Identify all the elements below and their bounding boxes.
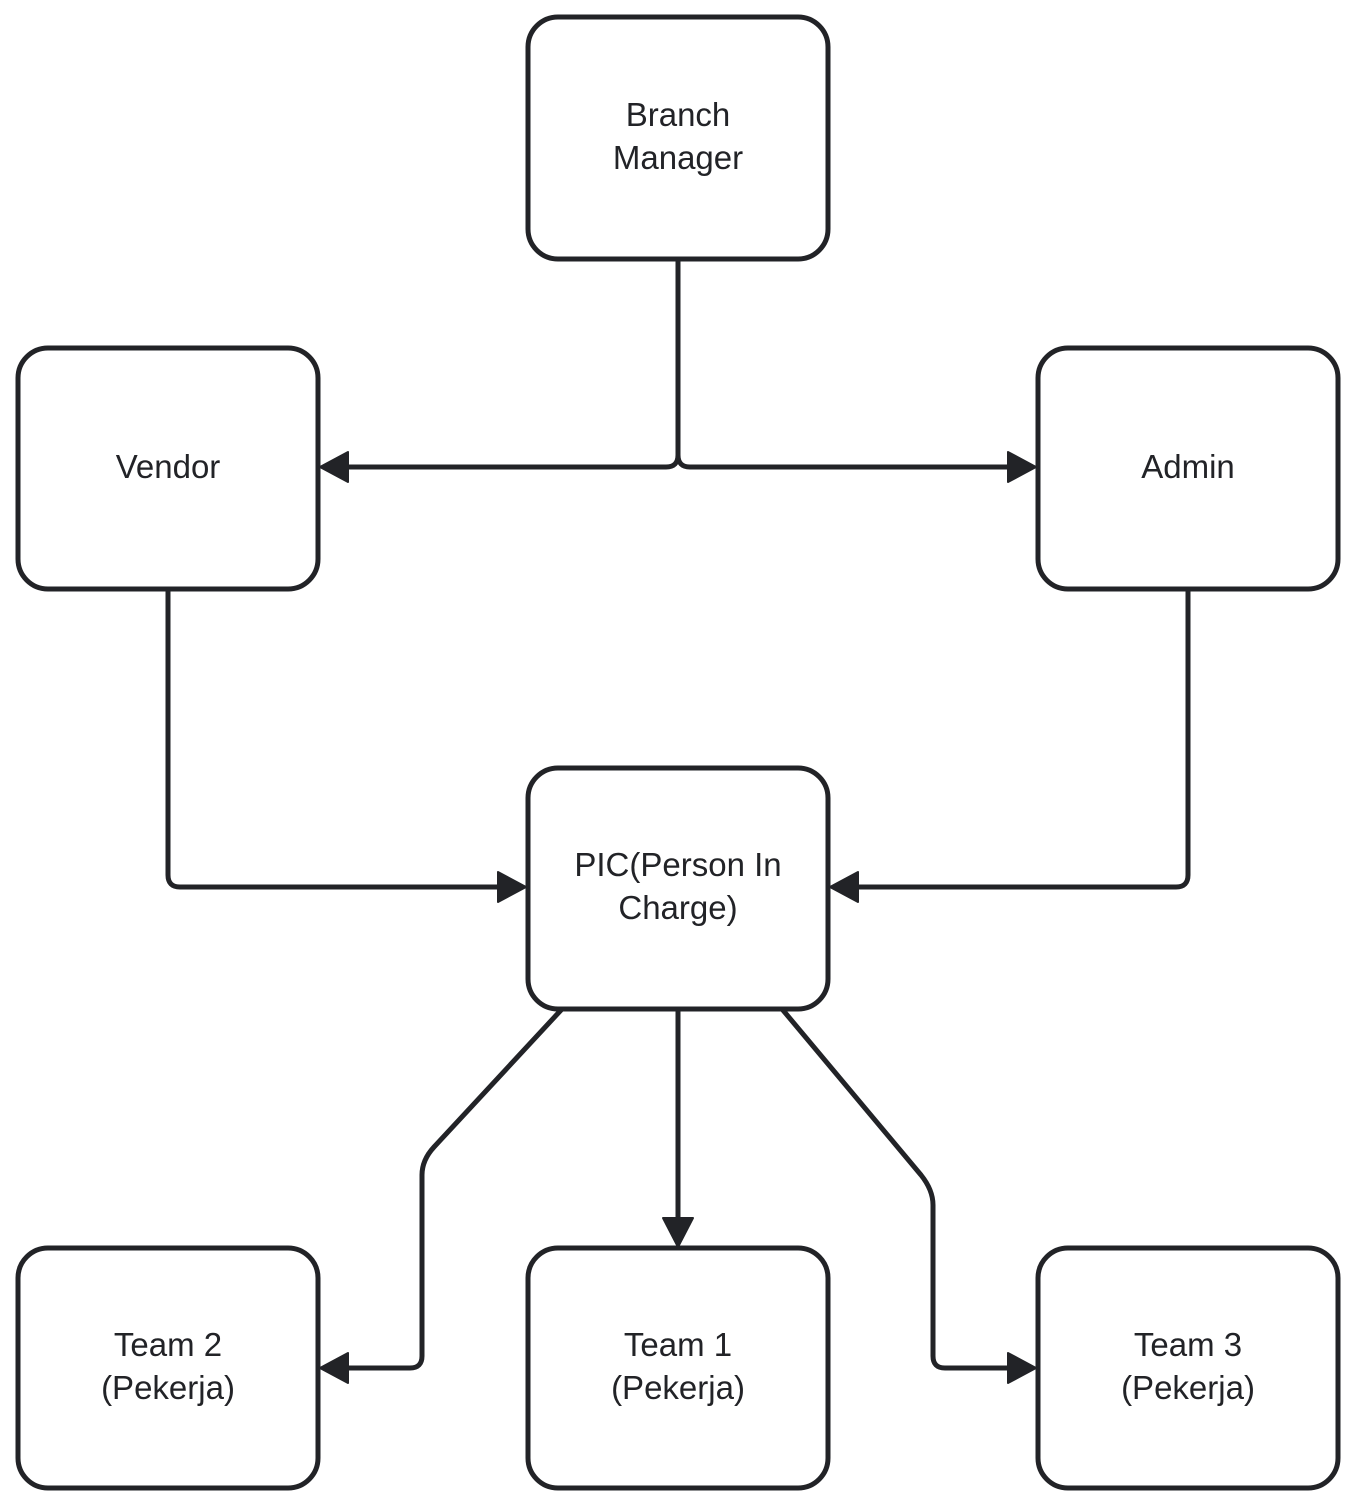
node-vendor[interactable]: Vendor: [15, 345, 321, 592]
edge-branch-manager-to-admin: [675, 256, 1015, 470]
edges: [165, 256, 1191, 1384]
node-label: (Pekerja): [1121, 1369, 1255, 1406]
node-label: Vendor: [116, 448, 221, 485]
node-label: (Pekerja): [101, 1369, 235, 1406]
edge-pic-to-team2: [341, 1006, 565, 1371]
node-team1[interactable]: Team 1 (Pekerja): [525, 1245, 831, 1491]
edge-admin-to-pic: [851, 586, 1191, 890]
arrowhead-pic-right: [829, 871, 859, 903]
arrowhead-team3: [1007, 1352, 1037, 1384]
edge-pic-to-team3: [779, 1006, 1015, 1371]
arrowhead-team2: [319, 1352, 349, 1384]
node-label: (Pekerja): [611, 1369, 745, 1406]
arrowhead-admin: [1007, 451, 1037, 483]
node-label: Branch: [626, 96, 731, 133]
edge-branch-manager-to-vendor: [341, 256, 681, 470]
arrowhead-pic-left: [497, 871, 527, 903]
node-label: Charge): [618, 889, 737, 926]
edge-vendor-to-pic: [165, 586, 505, 890]
node-label: Team 3: [1134, 1326, 1242, 1363]
arrowhead-team1: [662, 1217, 694, 1248]
node-label: Team 2: [114, 1326, 222, 1363]
node-label: PIC(Person In: [574, 846, 781, 883]
arrowhead-vendor: [319, 451, 349, 483]
node-team2[interactable]: Team 2 (Pekerja): [15, 1245, 321, 1491]
node-admin[interactable]: Admin: [1035, 345, 1341, 592]
node-branch-manager[interactable]: Branch Manager: [525, 14, 831, 262]
node-team3[interactable]: Team 3 (Pekerja): [1035, 1245, 1341, 1491]
node-label: Manager: [613, 139, 743, 176]
node-label: Admin: [1141, 448, 1235, 485]
node-pic[interactable]: PIC(Person In Charge): [525, 765, 831, 1012]
node-label: Team 1: [624, 1326, 732, 1363]
